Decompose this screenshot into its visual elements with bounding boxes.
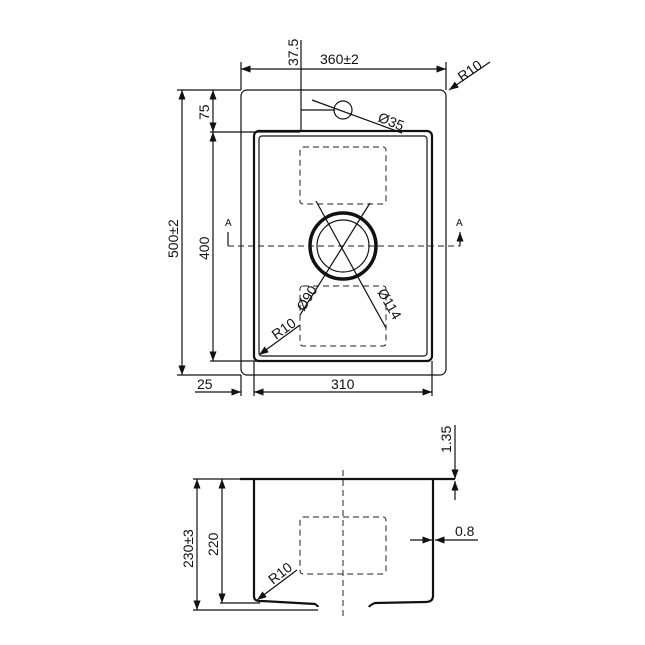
hidden-rect-side	[299, 516, 387, 575]
rim-thickness-label: 1.35	[438, 426, 454, 453]
drain-outer-label: Ø114	[374, 286, 405, 323]
drain-inner-leader	[299, 202, 371, 316]
side-radius-leader	[256, 569, 298, 601]
bowl-width-label: 310	[331, 376, 355, 392]
side-view: 230±3 220 R10 1.35 0.8	[180, 425, 478, 617]
bowl-depth-label: 220	[205, 532, 221, 556]
tap-hole	[333, 100, 353, 120]
section-mark-right: A	[456, 218, 463, 229]
hidden-rect-top	[299, 146, 387, 205]
inner-radius-leader	[258, 324, 301, 356]
tap-offset-label: 37.5	[285, 39, 301, 66]
sink-outline	[240, 89, 447, 376]
drain-outer-leader	[315, 200, 387, 329]
bowl-length-label: 400	[196, 236, 212, 260]
hidden-rect-bottom	[299, 285, 387, 347]
bowl-offset-label: 75	[196, 104, 212, 120]
total-depth-label: 230±3	[180, 529, 196, 568]
inner-radius-label: R10	[269, 314, 299, 342]
section-mark-left: A	[225, 218, 232, 229]
outer-radius-leader	[448, 61, 491, 91]
side-radius-label: R10	[265, 559, 295, 588]
wall-thickness-label: 0.8	[455, 523, 475, 539]
length-label: 500±2	[165, 219, 181, 258]
right-wall	[368, 479, 435, 608]
tap-hole-leader	[311, 99, 403, 134]
section-arrows	[227, 232, 460, 246]
drain-inner-label: Ø90	[293, 282, 321, 313]
side-offset-label: 25	[197, 376, 213, 392]
left-wall	[252, 479, 320, 608]
outer-radius-label: R10	[455, 56, 485, 84]
width-label: 360±2	[320, 51, 359, 67]
top-view: A A 360±2 37.5 R10 Ø35 500±2 75 400 Ø90 …	[165, 39, 491, 396]
